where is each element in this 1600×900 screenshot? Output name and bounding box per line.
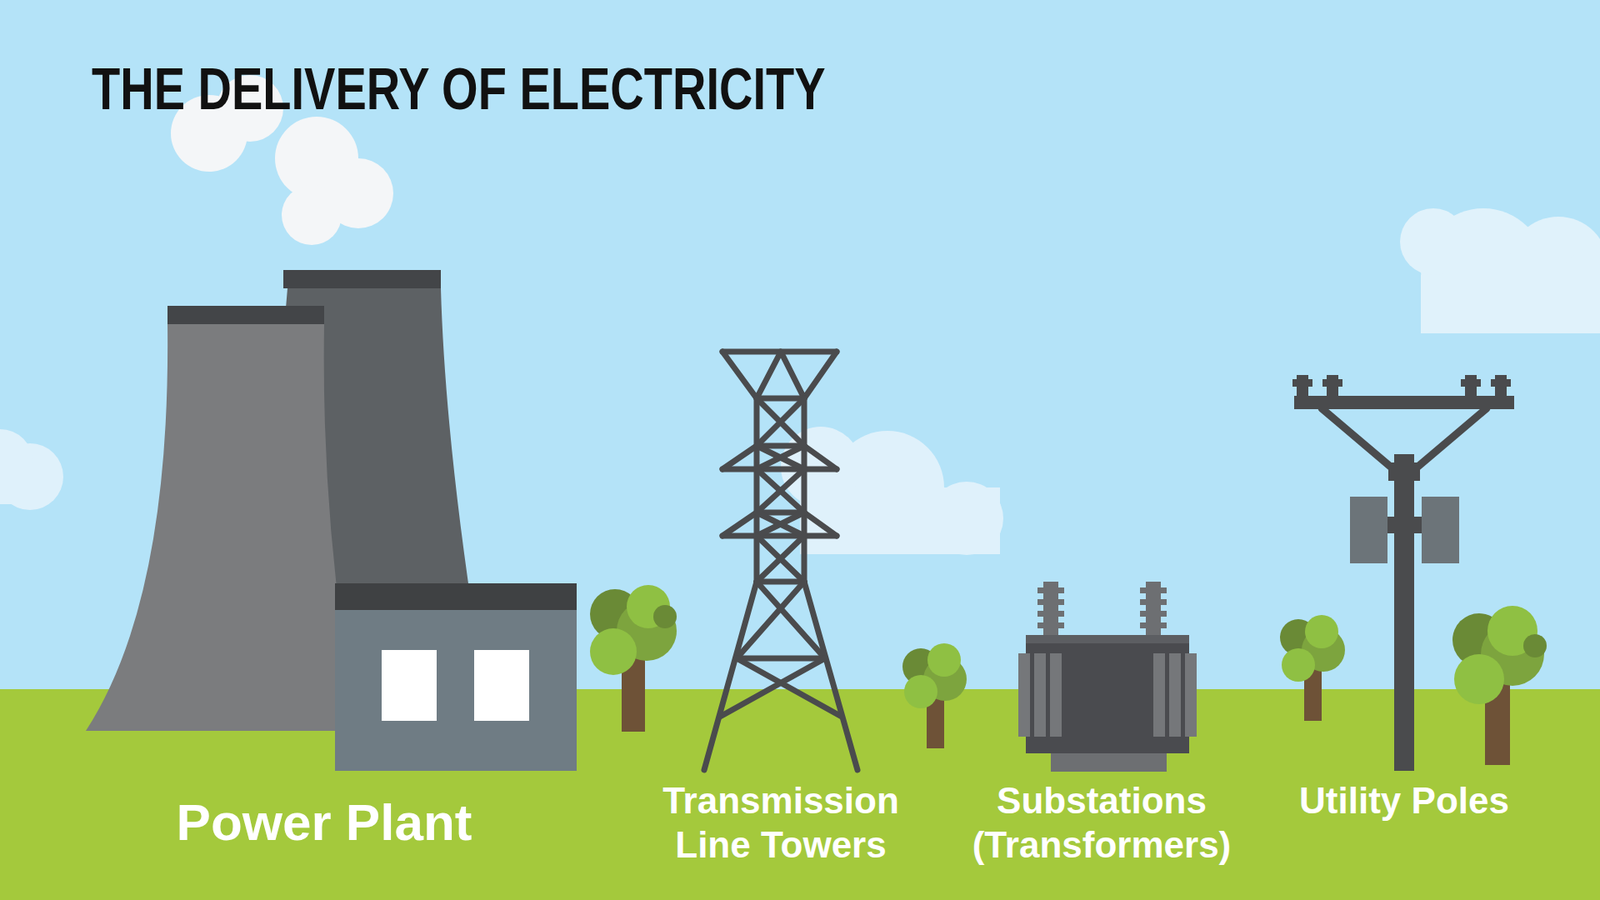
cloud [0, 429, 64, 510]
part-label: Transmission Line Towers [639, 779, 923, 868]
tree [902, 643, 967, 749]
transmission-tower [704, 351, 858, 770]
cloud [1400, 208, 1600, 334]
transformer [1018, 581, 1197, 772]
utility-pole [1292, 375, 1515, 771]
tree [590, 585, 677, 732]
title: THE DELIVERY OF ELECTRICITY [91, 60, 826, 119]
part-label: Power Plant [132, 791, 516, 854]
tree [1452, 605, 1547, 765]
power-plant [85, 270, 577, 771]
part-label: Utility Poles [1266, 779, 1542, 824]
tree [1280, 615, 1345, 721]
part-label: Substations (Transformers) [943, 779, 1260, 868]
